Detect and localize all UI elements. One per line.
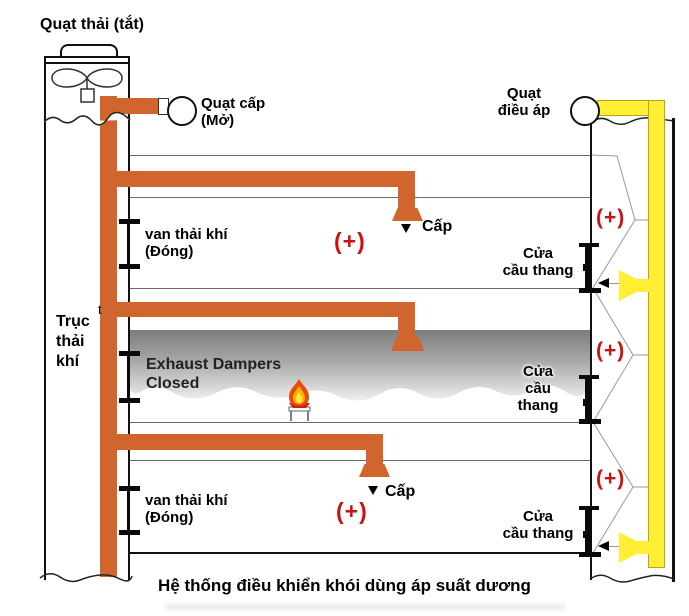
- supply-fan-label-line2: (Mở): [201, 112, 235, 129]
- shaft-left-wall: [44, 118, 46, 580]
- stair-door-2-knob: [583, 399, 588, 406]
- shaft-break-wave-top: [44, 111, 131, 126]
- orange-branch-3-elbow: [366, 434, 383, 467]
- stairwell-break-wave-bottom: [589, 574, 675, 583]
- damper-label-3-line1: van thải khí: [145, 492, 228, 509]
- supply-diffuser-1: [392, 208, 423, 221]
- exhaust-damper-2-cap: [119, 398, 140, 403]
- damper-label-1: van thải khí (Đóng): [145, 226, 228, 260]
- damper-label-3: van thải khí (Đóng): [145, 492, 228, 526]
- stair-diffuser-1: [619, 270, 637, 301]
- stair-door-label-1-line2: cầu thang: [502, 262, 574, 279]
- orange-duct-top-branch: [100, 98, 160, 114]
- stair-flights: [590, 154, 650, 554]
- exhaust-damper-2-stem: [127, 351, 130, 403]
- smoke-layer: [130, 330, 591, 401]
- pressurization-fan-label: Quạt điều áp: [478, 85, 570, 119]
- shaft-label-line1: Trục: [56, 313, 90, 330]
- floor-line-bottom: [130, 552, 591, 554]
- shaft-tick-label: t: [98, 302, 102, 317]
- damper-label-1-line2: (Đóng): [145, 243, 194, 260]
- floor-line: [130, 422, 591, 423]
- pressurization-fan-label-line1: Quạt: [506, 85, 542, 102]
- stair-door-label-2: Cửa cầu thang: [498, 363, 578, 414]
- faded-watermark: [165, 604, 565, 610]
- airflow-line-1: [606, 283, 624, 284]
- supply-diffuser-3: [359, 464, 390, 477]
- exhaust-dampers-closed-label: Exhaust Dampers Closed: [146, 355, 281, 393]
- shaft-label-line3: khí: [56, 353, 80, 370]
- stair-diffuser-3: [619, 532, 637, 563]
- exhaust-damper-1-stem: [127, 219, 130, 269]
- stair-door-label-3: Cửa cầu thang: [494, 508, 582, 542]
- pressure-sign-stair1: (+): [596, 206, 626, 229]
- supply-diffuser-2: [391, 336, 424, 351]
- stair-door-label-1: Cửa cầu thang: [494, 245, 582, 279]
- exhaust-dampers-closed-line1: Exhaust Dampers: [146, 356, 282, 373]
- exhaust-dampers-closed-line2: Closed: [146, 375, 200, 392]
- exhaust-damper-3-cap: [119, 530, 140, 535]
- floor-line: [130, 197, 591, 198]
- stair-door-3-knob: [583, 531, 588, 538]
- orange-riser-duct: [100, 96, 117, 577]
- supply-label-1: Cấp: [422, 218, 453, 235]
- shaft-break-wave-bottom: [39, 573, 133, 583]
- orange-branch-2: [115, 302, 415, 317]
- pressure-sign-floor1: (+): [334, 228, 366, 254]
- stairwell-left-wall: [590, 124, 592, 580]
- stair-door-label-1-line1: Cửa: [522, 245, 554, 262]
- stair-door-label-3-line1: Cửa: [522, 508, 554, 525]
- orange-branch-2-elbow: [398, 302, 415, 339]
- shaft-label-line2: thải: [56, 333, 85, 350]
- airflow-line-3: [606, 546, 624, 547]
- orange-branch-1-elbow: [398, 171, 415, 211]
- door-airflow-arrow-3-icon: [598, 541, 609, 551]
- supply-fan-label: Quạt cấp (Mở): [201, 95, 265, 129]
- stair-door-2-sill: [579, 419, 601, 424]
- yellow-duct-riser: [648, 100, 665, 568]
- damper-label-1-line1: van thải khí: [145, 226, 228, 243]
- pressure-sign-stair2: (+): [596, 339, 626, 362]
- supply-arrow-1-icon: [401, 224, 411, 233]
- supply-arrow-3-icon: [368, 486, 378, 495]
- building-left-wall: [128, 120, 130, 580]
- pressurization-fan-icon: [570, 96, 600, 126]
- stair-door-1-knob: [583, 264, 588, 271]
- fire-icon: [288, 379, 311, 421]
- door-airflow-arrow-1-icon: [598, 278, 609, 288]
- damper-label-3-line2: (Đóng): [145, 509, 194, 526]
- exhaust-damper-3-stem: [127, 486, 130, 535]
- floor-line: [130, 288, 591, 289]
- supply-label-3: Cấp: [385, 483, 416, 500]
- stair-door-3-sill: [579, 552, 601, 557]
- stair-diffuser-3-stem: [636, 541, 650, 554]
- shaft-label: Trục thải khí: [56, 312, 90, 372]
- pressure-sign-stair3: (+): [596, 467, 626, 490]
- orange-branch-3: [115, 434, 383, 450]
- supply-fan-label-line1: Quạt cấp: [201, 95, 266, 112]
- diagram-caption: Hệ thống điều khiển khói dùng áp suất dư…: [158, 576, 531, 595]
- floor-line: [130, 155, 591, 156]
- stair-door-2-leaf: [585, 375, 592, 423]
- stair-door-label-3-line2: cầu thang: [502, 525, 574, 542]
- exhaust-fan-label: Quạt thải (tắt): [40, 16, 144, 33]
- stair-door-3-leaf: [585, 506, 592, 556]
- stair-door-label-2-line3: thang: [517, 397, 559, 414]
- exhaust-fan-blades-icon: [46, 62, 128, 103]
- orange-branch-1: [115, 171, 415, 187]
- stair-diffuser-1-stem: [636, 279, 650, 292]
- exhaust-damper-1-cap: [119, 264, 140, 269]
- floor-line: [130, 460, 591, 461]
- pressure-sign-floor3: (+): [336, 498, 368, 524]
- stair-door-1-leaf: [585, 243, 592, 292]
- pressurization-fan-label-line2: điều áp: [497, 102, 551, 119]
- stair-door-label-2-line2: cầu: [525, 380, 551, 397]
- supply-fan-icon: [167, 96, 197, 126]
- stair-door-1-sill: [579, 288, 601, 293]
- stair-door-label-2-line1: Cửa: [522, 363, 554, 380]
- stairwell-right-wall: [672, 118, 675, 582]
